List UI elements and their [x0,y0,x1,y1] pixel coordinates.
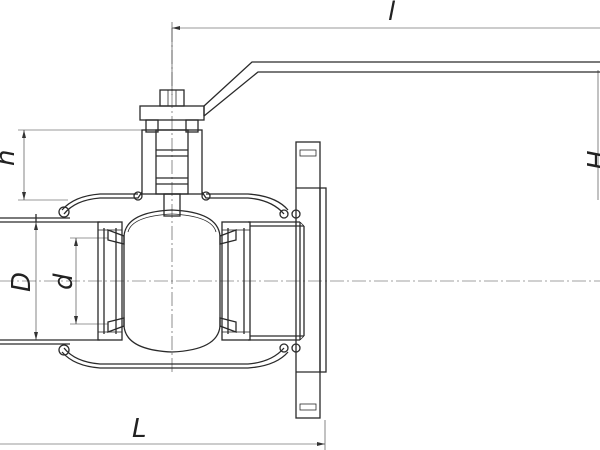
label-h: h [0,150,21,166]
label-l: l [388,0,396,27]
label-L: L [132,414,147,444]
dimension-l: l [171,0,600,95]
handle-lever [203,61,600,117]
label-d: d [49,273,79,290]
right-seat [219,221,251,341]
label-D: D [7,272,37,292]
stem-neck [141,119,203,217]
dimension-L: L [0,414,326,450]
dimension-h: h [0,129,148,201]
dimension-H-partial: H [583,70,600,200]
inlet-pipe [0,214,72,345]
dimension-D: D [7,222,38,340]
dimension-d: d [49,237,108,325]
outlet-flange [295,141,327,419]
ball [123,209,221,353]
valve-body [58,191,305,369]
label-H: H [583,150,600,170]
